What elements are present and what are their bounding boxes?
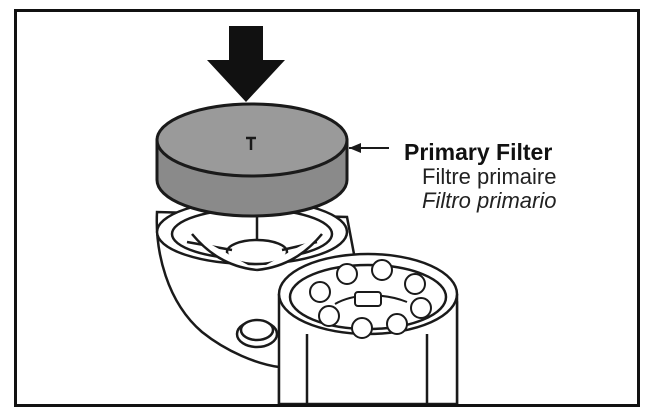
filter-cap: [277, 252, 459, 404]
down-arrow-icon: [207, 26, 285, 102]
label-french: Filtre primaire: [422, 163, 557, 189]
label-spanish: Filtro primario: [422, 187, 557, 213]
diagram-frame: Primary Filter Filtre primaire Filtro pr…: [14, 9, 640, 407]
filter-install-illustration: [155, 26, 459, 404]
label-pointer: [349, 143, 389, 153]
label-english: Primary Filter: [404, 139, 553, 165]
filter-label: Primary Filter Filtre primaire Filtro pr…: [404, 140, 556, 212]
primary-filter: [155, 102, 349, 218]
